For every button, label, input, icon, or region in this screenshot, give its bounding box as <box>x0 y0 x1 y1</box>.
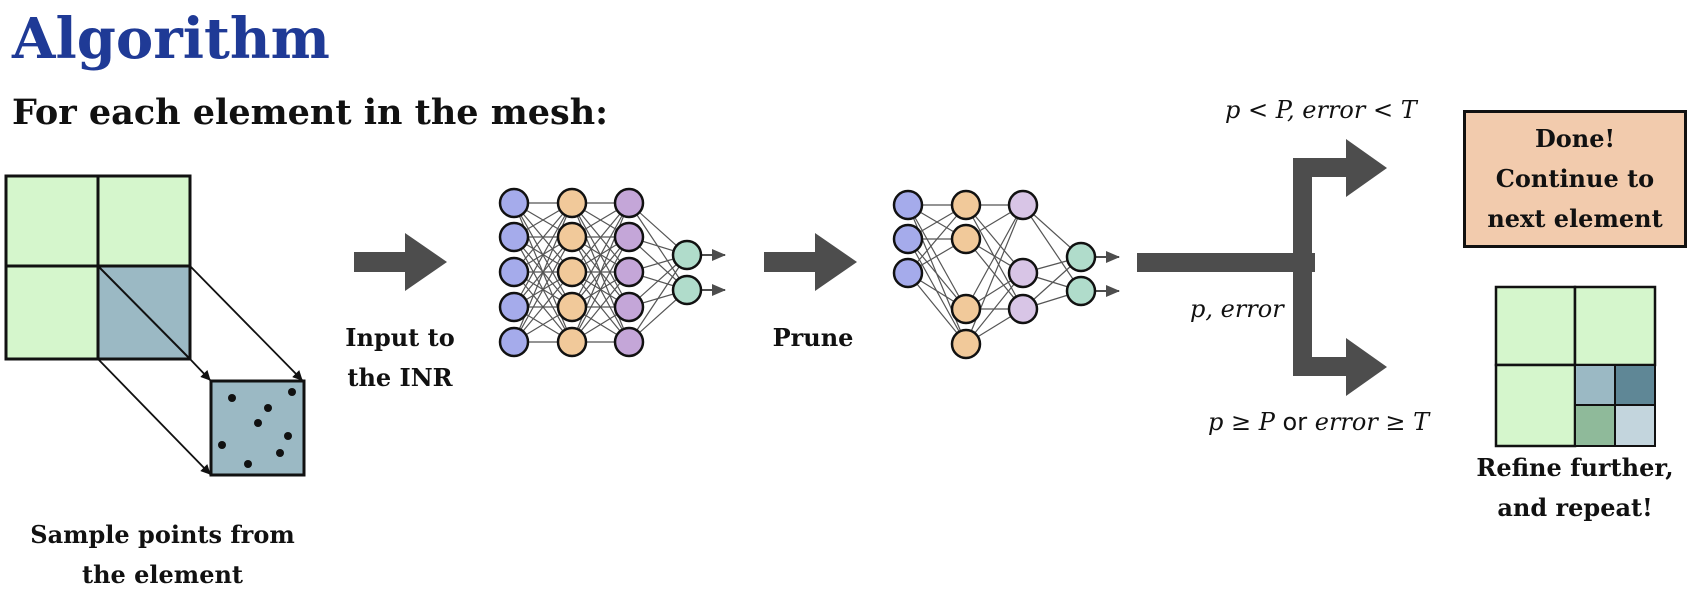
pruned-network <box>892 189 1120 360</box>
done-line: Continue to <box>1495 164 1655 193</box>
network-edge <box>907 272 967 345</box>
network-node <box>1007 189 1039 221</box>
branch-top-shaft <box>1293 158 1348 177</box>
done-line: Done! <box>1534 124 1616 153</box>
refined-cell <box>1494 363 1577 448</box>
network-node <box>556 187 588 219</box>
done-box: Done! Continue to next element <box>1463 110 1687 248</box>
fail-condition-or: or <box>1282 408 1308 436</box>
network-node <box>950 223 982 255</box>
network-node <box>498 256 530 288</box>
branch-bottom-head <box>1346 338 1387 396</box>
input-arrow <box>354 233 447 291</box>
refine-caption: Refine further, and repeat! <box>1465 448 1685 528</box>
success-condition: p < P, error < T <box>1225 96 1417 124</box>
refine-caption-line: Refine further, <box>1476 453 1674 482</box>
network-node <box>613 187 645 219</box>
network-node <box>892 223 924 255</box>
network-edge <box>965 204 1024 310</box>
prune-arrow <box>764 233 857 291</box>
network-node <box>498 187 530 219</box>
refined-subcell <box>1614 404 1656 447</box>
input-caption-line: Input to <box>345 323 455 352</box>
sample-caption-line: Sample points from <box>30 520 295 549</box>
network-edge <box>907 204 967 310</box>
network-edge <box>513 236 573 343</box>
sample-caption: Sample points from the element <box>10 515 315 595</box>
network-node <box>498 221 530 253</box>
refine-caption-line: and repeat! <box>1497 493 1653 522</box>
network-edge <box>628 254 688 343</box>
network-node <box>671 239 703 271</box>
mesh-grid <box>4 174 192 361</box>
refined-mesh <box>1494 285 1657 448</box>
branch-bottom-shaft <box>1293 357 1348 376</box>
mesh-cell <box>4 264 100 361</box>
network-node <box>1007 293 1039 325</box>
refined-cell <box>1573 285 1657 367</box>
sample-point <box>264 404 272 412</box>
network-node <box>1007 257 1039 289</box>
mesh-diagonal <box>97 265 191 360</box>
network-node <box>498 291 530 323</box>
branch-arrows <box>1137 139 1387 396</box>
network-node <box>556 221 588 253</box>
full-network <box>498 187 726 358</box>
sample-point <box>218 441 226 449</box>
prune-caption: Prune <box>772 323 854 352</box>
branch-stem <box>1137 253 1315 272</box>
network-node <box>613 221 645 253</box>
network-node <box>892 257 924 289</box>
network-node <box>1065 275 1097 307</box>
sample-point <box>228 394 236 402</box>
fail-condition: p ≥ P or error ≥ T <box>1208 408 1429 436</box>
input-caption: Input to the INR <box>325 318 475 398</box>
sample-caption-line: the element <box>81 560 243 589</box>
network-node <box>950 328 982 360</box>
page-subtitle: For each element in the mesh: <box>12 92 609 133</box>
mesh-cell <box>4 174 100 268</box>
network-node <box>556 291 588 323</box>
network-node <box>556 326 588 358</box>
network-node <box>671 274 703 306</box>
network-node <box>1065 241 1097 273</box>
fail-condition-rhs: error ≥ T <box>1314 408 1430 436</box>
mesh-cell <box>96 174 192 268</box>
refined-subcell <box>1574 364 1616 406</box>
network-edge <box>571 202 630 308</box>
network-node <box>613 326 645 358</box>
output-label: p, error <box>1190 295 1284 323</box>
refined-subcell <box>1614 364 1656 406</box>
zoom-lines <box>97 265 303 475</box>
refined-subcell <box>1574 404 1616 447</box>
network-node <box>613 256 645 288</box>
sample-point <box>276 449 284 457</box>
network-node <box>613 291 645 323</box>
sample-point <box>284 432 292 440</box>
fail-condition-lhs: p ≥ P <box>1208 408 1275 436</box>
network-edge <box>513 202 573 308</box>
network-edge <box>1022 204 1082 292</box>
network-node <box>556 256 588 288</box>
network-node <box>498 326 530 358</box>
input-caption-line: the INR <box>347 363 453 392</box>
sample-point <box>288 388 296 396</box>
network-edge <box>571 236 630 343</box>
sample-point <box>244 460 252 468</box>
refined-cell <box>1494 285 1577 367</box>
sampled-element <box>209 379 306 477</box>
network-node <box>892 189 924 221</box>
sample-point <box>254 419 262 427</box>
branch-top-head <box>1346 139 1387 197</box>
network-node <box>950 293 982 325</box>
done-line: next element <box>1487 204 1663 233</box>
page-title: Algorithm <box>12 6 330 72</box>
network-node <box>950 189 982 221</box>
branch-vertical <box>1293 160 1312 376</box>
